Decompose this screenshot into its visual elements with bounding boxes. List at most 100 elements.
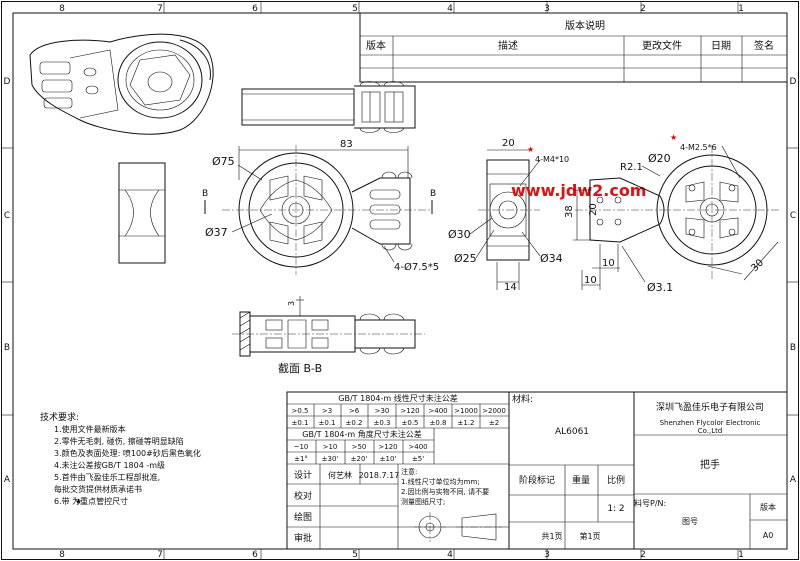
dim-10-a: 10 bbox=[602, 258, 615, 269]
angular-range-4: >120 bbox=[378, 443, 397, 451]
col-label-8-bottom: 8 bbox=[59, 550, 65, 560]
col-label-3-top: 3 bbox=[544, 4, 550, 14]
row-label-b-left: B bbox=[4, 343, 10, 353]
version-label: 版本 bbox=[760, 502, 776, 512]
stage-mark-label: 阶段标记 bbox=[519, 474, 555, 486]
material-label: 材料: bbox=[512, 393, 533, 405]
col-label-6-top: 6 bbox=[252, 4, 258, 14]
col-label-2-top: 2 bbox=[640, 4, 646, 14]
company-name-cn: 深圳飞盈佳乐电子有限公司 bbox=[656, 401, 764, 413]
section-bb-view bbox=[232, 296, 425, 357]
col-label-6-bottom: 6 bbox=[252, 550, 258, 560]
angular-range-2: >10 bbox=[323, 443, 338, 451]
revision-table: 版本说明 版本 描述 更改文件 日期 签名 bbox=[359, 12, 788, 83]
linear-value-7: ±1.2 bbox=[458, 419, 475, 427]
angular-range-1: ~10 bbox=[294, 443, 309, 451]
dim-4-m4-10: 4-M4*10 bbox=[535, 155, 569, 164]
tech-req-item-2: 2.零件无毛刺, 碰伤, 擦碰等明显缺陷 bbox=[54, 436, 184, 446]
designer-name: 何艺林 bbox=[328, 470, 352, 480]
key-dim-star-2: ★ bbox=[670, 133, 677, 142]
linear-range-6: >400 bbox=[428, 407, 447, 415]
row-label-c-right: C bbox=[790, 211, 796, 221]
linear-range-5: >120 bbox=[400, 407, 419, 415]
row-label-c-left: C bbox=[4, 211, 10, 221]
angular-range-3: >50 bbox=[352, 443, 367, 451]
row-label-d-right: D bbox=[790, 77, 797, 87]
company-name-en-1: Shenzhen Flycolor Electronic bbox=[660, 419, 761, 427]
linear-value-5: ±0.5 bbox=[402, 419, 419, 427]
scale-label: 比例 bbox=[607, 474, 625, 486]
dim-4-m2-5-6: 4-M2.5*6 bbox=[680, 143, 717, 152]
row-label-d-left: D bbox=[4, 77, 11, 87]
revision-header-version: 版本 bbox=[366, 39, 386, 52]
col-label-7-bottom: 7 bbox=[157, 550, 163, 560]
dim-dia-75: Ø75 bbox=[212, 155, 235, 168]
key-dim-star-1: ★ bbox=[527, 145, 534, 154]
left-side-view bbox=[118, 162, 166, 264]
col-label-7-top: 7 bbox=[157, 4, 163, 14]
design-label: 设计 bbox=[294, 469, 312, 481]
col-label-2-bottom: 2 bbox=[640, 550, 646, 560]
angular-tolerance-title: GB/T 1804-m 角度尺寸未注公差 bbox=[302, 429, 421, 439]
right-plan-view bbox=[573, 145, 780, 290]
linear-value-1: ±0.1 bbox=[292, 419, 309, 427]
col-label-5-top: 5 bbox=[352, 4, 358, 14]
angular-value-1: ±1° bbox=[294, 455, 308, 463]
design-date: 2018.7.17 bbox=[359, 471, 400, 480]
linear-value-6: ±0.8 bbox=[430, 419, 447, 427]
weight-label: 重量 bbox=[572, 474, 590, 486]
col-label-5-bottom: 5 bbox=[352, 550, 358, 560]
notes-line-3: 测量图纸尺寸; bbox=[401, 497, 445, 506]
company-name-en-2: Co.,Ltd bbox=[698, 427, 723, 435]
linear-value-2: ±0.1 bbox=[319, 419, 336, 427]
tech-req-title: 技术要求: bbox=[40, 411, 79, 423]
col-label-1-top: 1 bbox=[738, 4, 744, 14]
tech-requirements: 技术要求: 1.使用文件最新版本 2.零件无毛刺, 碰伤, 擦碰等明显缺陷 3.… bbox=[40, 411, 201, 506]
linear-range-2: >3 bbox=[322, 407, 332, 415]
title-block bbox=[286, 391, 788, 550]
material-value: AL6061 bbox=[555, 427, 589, 437]
dim-3: 3 bbox=[287, 301, 296, 306]
scale-value: 1: 2 bbox=[607, 504, 624, 514]
revision-header-date: 日期 bbox=[711, 40, 731, 52]
dim-20-top: 20 bbox=[502, 138, 515, 149]
linear-range-7: >1000 bbox=[454, 407, 478, 415]
drawing-no-label: 图号 bbox=[682, 517, 698, 526]
angular-value-4: ±10' bbox=[380, 455, 397, 463]
main-plan-view bbox=[204, 145, 433, 275]
linear-range-8: >2000 bbox=[482, 407, 506, 415]
dim-10-b: 10 bbox=[584, 275, 597, 286]
linear-value-8: ±2 bbox=[489, 419, 499, 427]
dim-dia-25: Ø25 bbox=[454, 252, 477, 265]
tech-req-item-7: 6.带 为重点管控尺寸 bbox=[54, 496, 128, 506]
linear-value-4: ±0.3 bbox=[374, 419, 391, 427]
part-name: 把手 bbox=[700, 458, 720, 471]
notes-title: 注意: bbox=[401, 467, 417, 476]
revision-table-title: 版本说明 bbox=[565, 19, 605, 32]
linear-range-4: >30 bbox=[375, 407, 390, 415]
star-icon: ★ bbox=[75, 497, 82, 506]
col-label-8-top: 8 bbox=[59, 4, 65, 14]
check-label: 校对 bbox=[294, 490, 312, 502]
dim-dia-34: Ø34 bbox=[540, 252, 563, 265]
isometric-view bbox=[29, 33, 214, 135]
angular-range-5: >400 bbox=[408, 443, 427, 451]
tech-req-item-3: 3.颜色及表面处理: 喷100#砂后黑色氧化 bbox=[54, 448, 201, 458]
linear-range-1: >0.5 bbox=[292, 407, 309, 415]
row-label-a-right: A bbox=[790, 475, 797, 485]
tech-req-item-6: 每批交货提供材质承诺书 bbox=[54, 484, 142, 494]
dim-dia-20-ring: Ø20 bbox=[648, 152, 671, 165]
section-marker-b-left: B bbox=[202, 189, 208, 199]
dim-83: 83 bbox=[340, 139, 353, 150]
sheet-current: 第1页 bbox=[579, 531, 600, 541]
dim-r2-1: R2.1 bbox=[620, 162, 643, 173]
col-label-3-bottom: 3 bbox=[544, 550, 550, 560]
col-label-1-bottom: 1 bbox=[738, 550, 744, 560]
row-label-a-left: A bbox=[4, 475, 11, 485]
row-label-b-right: B bbox=[790, 343, 796, 353]
notes-line-1: 1.线性尺寸单位均为mm; bbox=[401, 477, 480, 486]
col-label-4-bottom: 4 bbox=[447, 550, 453, 560]
notes-line-2: 2.因比例与实物不同, 请不要 bbox=[401, 487, 489, 496]
